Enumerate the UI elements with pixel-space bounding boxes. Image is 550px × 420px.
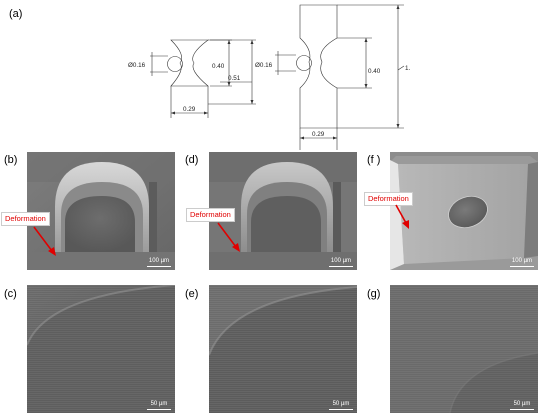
scale-bar-label: 100 µm bbox=[148, 257, 170, 264]
sem-image-e: 50 µm bbox=[209, 285, 357, 413]
scale-bar-f: 100 µm bbox=[510, 257, 534, 267]
scale-bar-e: 50 µm bbox=[329, 400, 353, 410]
scale-bar-label: 50 µm bbox=[150, 400, 168, 407]
dim-right-height: 0.40 bbox=[368, 68, 381, 75]
dim-right-total-height: 1. bbox=[405, 65, 411, 72]
sem-image-c: 50 µm bbox=[27, 285, 175, 413]
scale-bar-c: 50 µm bbox=[147, 400, 171, 410]
panel-label-c: (c) bbox=[4, 288, 17, 300]
deformation-label-d: Deformation bbox=[186, 208, 235, 222]
dim-right-width: 0.29 bbox=[312, 131, 325, 138]
deformation-arrow-d bbox=[217, 222, 240, 252]
panel-label-g: (g) bbox=[367, 288, 381, 300]
panel-label-a: (a) bbox=[9, 8, 23, 20]
dim-left-diameter: Ø0.16 bbox=[128, 62, 146, 69]
deformation-label-b: Deformation bbox=[1, 212, 50, 226]
dim-right-diameter: Ø0.16 bbox=[255, 62, 273, 69]
dim-left-width: 0.29 bbox=[183, 106, 196, 113]
scale-bar-label: 50 µm bbox=[513, 400, 531, 407]
deformation-label-f: Deformation bbox=[364, 192, 413, 206]
technical-drawing: Ø0.16 0.40 0.51 0.29 Ø0.16 0.40 1. 0.29 bbox=[128, 4, 411, 150]
scale-bar-label: 50 µm bbox=[332, 400, 350, 407]
right-part-outline bbox=[299, 4, 338, 129]
left-hole-circle bbox=[167, 56, 183, 72]
sem-image-g: 50 µm bbox=[390, 285, 538, 413]
sem-image-f: 100 µm bbox=[390, 152, 538, 270]
right-hole-circle bbox=[296, 55, 312, 71]
left-part-outline bbox=[170, 39, 209, 87]
panel-label-b: (b) bbox=[4, 154, 18, 166]
scale-bar-label: 100 µm bbox=[511, 257, 533, 264]
scale-bar-g: 50 µm bbox=[510, 400, 534, 410]
deformation-arrow-b bbox=[33, 226, 56, 256]
dim-left-height-outer: 0.51 bbox=[228, 75, 241, 82]
scale-bar-label: 100 µm bbox=[330, 257, 352, 264]
panel-label-f: (f ) bbox=[367, 154, 381, 166]
scale-bar-d: 100 µm bbox=[329, 257, 353, 267]
panel-label-e: (e) bbox=[185, 288, 199, 300]
dim-left-height-inner: 0.40 bbox=[212, 63, 225, 70]
deformation-arrow-f bbox=[395, 204, 409, 229]
scale-bar-b: 100 µm bbox=[147, 257, 171, 267]
panel-label-d: (d) bbox=[185, 154, 199, 166]
